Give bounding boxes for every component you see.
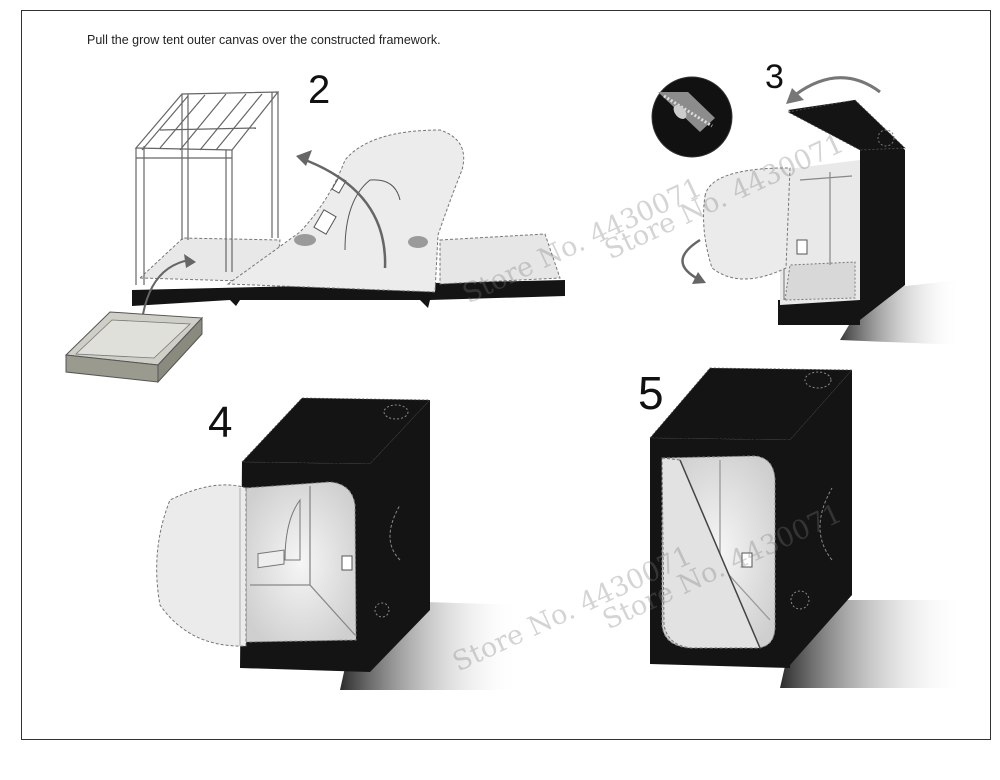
step2-small-arrow-head <box>184 254 196 268</box>
zipper-teeth <box>663 94 713 128</box>
step4-inner-door-outline <box>284 498 301 561</box>
step-number-4: 4 <box>208 398 233 447</box>
step2-back-panel <box>226 129 465 293</box>
step3-top-arrow <box>794 76 881 97</box>
step2-frame <box>134 91 280 285</box>
step-number-3: 3 <box>765 58 784 96</box>
step3-tent-black <box>788 100 905 320</box>
step3-window <box>796 239 808 255</box>
step4-opening <box>245 481 357 643</box>
step5-side-port <box>819 487 833 561</box>
step2-arrow <box>299 156 387 269</box>
step3-tent-top <box>786 99 906 151</box>
step4-inner-poles <box>250 486 356 636</box>
step5-top-vent <box>804 371 832 389</box>
step-number-5: 5 <box>638 367 664 419</box>
step4-illustration <box>156 397 520 690</box>
zipper-opening <box>658 92 715 132</box>
step4-flap <box>156 484 247 647</box>
step3-flap-arrow <box>681 238 701 282</box>
step4-top-vent <box>383 404 409 420</box>
step2-vent-right <box>408 236 428 248</box>
step5-zipper-line <box>679 459 761 649</box>
step4-top <box>241 397 431 465</box>
step2-illustration <box>64 91 565 384</box>
step5-inner-window <box>741 552 753 568</box>
step2-window <box>313 209 337 235</box>
step2-door-outline <box>344 179 401 251</box>
step3-illustration <box>651 76 960 345</box>
step3-canvas-flap <box>703 167 791 280</box>
step3-inner-floor <box>784 261 856 301</box>
step-number-2: 2 <box>308 68 331 112</box>
step5-illustration <box>649 367 965 688</box>
step4-side-vent <box>374 602 390 618</box>
step2-tray-inner <box>75 319 191 359</box>
step2-arrow-head <box>296 150 312 166</box>
step4-inner-panel <box>257 549 285 569</box>
step3-top-arrow-head <box>786 88 804 104</box>
zipper-pull <box>673 105 687 119</box>
step4-side-port <box>389 504 401 561</box>
step3-vent <box>877 129 895 147</box>
step3-flap-arrow-head <box>692 272 706 284</box>
step5-top <box>649 367 853 441</box>
step2-base-strip <box>132 280 565 308</box>
step5-door-flap <box>661 457 761 649</box>
step2-right-panel <box>439 233 561 285</box>
step2-vent-left <box>294 234 316 246</box>
instruction-text: Pull the grow tent outer canvas over the… <box>87 33 441 47</box>
step5-side-vent <box>790 590 810 610</box>
step2-floor-panel <box>138 237 281 283</box>
step4-inner-window <box>341 555 353 571</box>
step2-tray-side <box>157 316 203 384</box>
